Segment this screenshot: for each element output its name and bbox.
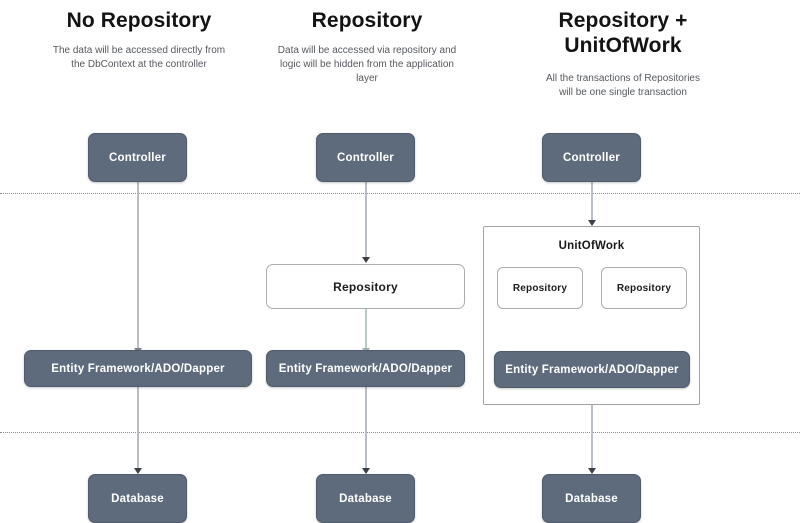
layer-divider-bottom [0, 432, 800, 433]
node-label: Controller [563, 151, 620, 164]
node-label: Entity Framework/ADO/Dapper [278, 362, 453, 375]
arrow-database-in [362, 468, 370, 474]
layer-divider-top [0, 193, 800, 194]
node-label: Entity Framework/ADO/Dapper [505, 363, 679, 376]
connector-repository-to-entityframework [365, 309, 367, 353]
node-controller-col2[interactable]: Controller [316, 133, 415, 182]
connector-entityframework-to-database [137, 386, 139, 473]
node-label: Entity Framework/ADO/Dapper [51, 362, 225, 375]
arrow-database-in [588, 468, 596, 474]
connector-controller-to-entityframework [137, 181, 139, 353]
node-controller-col1[interactable]: Controller [88, 133, 187, 182]
node-label: Repository [333, 279, 398, 294]
node-controller-col3[interactable]: Controller [542, 133, 641, 182]
arrow-database-in [134, 468, 142, 474]
node-database-col1[interactable]: Database [88, 474, 187, 523]
node-entity-framework-col3[interactable]: Entity Framework/ADO/Dapper [494, 351, 690, 388]
column-header-no-repository: No Repository The data will be accessed … [20, 8, 258, 72]
node-label: Repository [616, 282, 672, 294]
column-subtitle: All the transactions of Repositories wil… [546, 73, 700, 98]
column-header-repository-unitofwork: Repository + UnitOfWork All the transact… [478, 8, 768, 100]
connector-entityframework-to-database [365, 386, 367, 473]
column-subtitle: Data will be accessed via repository and… [277, 45, 457, 84]
column-title: No Repository [66, 9, 212, 32]
node-label: Database [565, 492, 618, 505]
arrow-repository-in [362, 257, 370, 263]
node-label: Controller [337, 151, 394, 164]
arrow-unitofwork-in [588, 220, 596, 226]
column-title: Repository + UnitOfWork [558, 9, 688, 57]
node-repository-2-col3[interactable]: Repository [601, 267, 687, 309]
column-subtitle: The data will be accessed directly from … [52, 45, 226, 70]
node-repository-1-col3[interactable]: Repository [497, 267, 583, 309]
unitofwork-title: UnitOfWork [558, 240, 625, 252]
node-entity-framework-col2[interactable]: Entity Framework/ADO/Dapper [266, 350, 465, 387]
node-entity-framework-col1[interactable]: Entity Framework/ADO/Dapper [24, 350, 252, 387]
connector-controller-to-repository [365, 181, 367, 261]
node-label: Repository [512, 282, 568, 294]
connector-unitofwork-to-database [591, 405, 593, 473]
node-repository-col2[interactable]: Repository [266, 264, 465, 309]
node-database-col3[interactable]: Database [542, 474, 641, 523]
column-title: Repository [311, 9, 423, 32]
node-database-col2[interactable]: Database [316, 474, 415, 523]
connector-controller-to-unitofwork [591, 181, 593, 225]
node-label: Database [339, 492, 392, 505]
column-header-repository: Repository Data will be accessed via rep… [248, 8, 486, 86]
node-label: Controller [109, 151, 166, 164]
node-label: Database [111, 492, 164, 505]
